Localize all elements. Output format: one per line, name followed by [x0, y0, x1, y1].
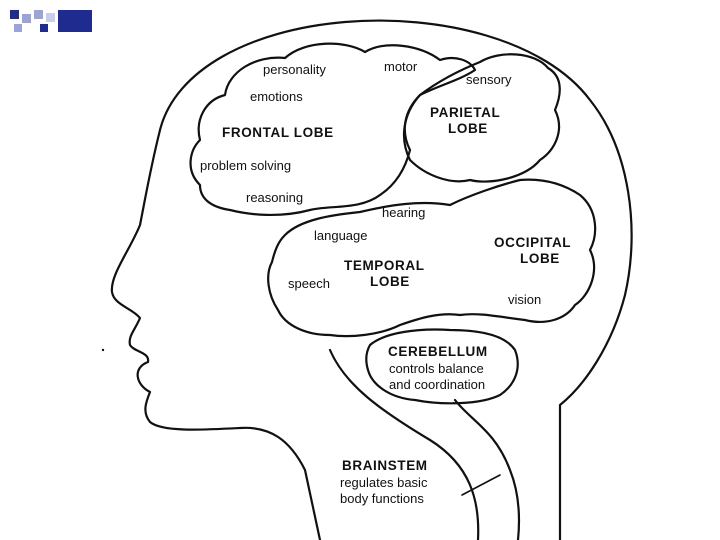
cerebellum-label: CEREBELLUM	[388, 344, 488, 359]
hearing-label: hearing	[382, 205, 425, 220]
personality-label: personality	[263, 62, 326, 77]
parietal-lobe-outline	[403, 53, 561, 183]
temporal-lobe-label-2: LOBE	[370, 274, 410, 289]
occipital-lobe-label-1: OCCIPITAL	[494, 235, 571, 250]
language-label: language	[314, 228, 368, 243]
motor-label: motor	[384, 59, 418, 74]
neck-line	[328, 348, 480, 540]
speech-label: speech	[288, 276, 330, 291]
problem-solving-label: problem solving	[200, 158, 291, 173]
cerebellum-outline	[365, 328, 519, 405]
head-outline	[158, 19, 633, 540]
brainstem-desc-2: body functions	[340, 491, 424, 506]
emotions-label: emotions	[250, 89, 303, 104]
vision-label: vision	[508, 292, 541, 307]
decor-square-1	[10, 10, 19, 19]
stray-dot	[101, 348, 105, 352]
brainstem-outline	[453, 398, 521, 540]
decor-square-2	[22, 14, 31, 23]
reasoning-label: reasoning	[246, 190, 303, 205]
parietal-lobe-label-2: LOBE	[448, 121, 488, 136]
frontal-lobe-label: FRONTAL LOBE	[222, 125, 334, 140]
temporal-lobe-label-1: TEMPORAL	[344, 258, 425, 273]
brainstem-label: BRAINSTEM	[342, 458, 428, 473]
cerebellum-desc-2: and coordination	[389, 377, 485, 392]
face-profile	[110, 128, 322, 540]
occipital-lobe-label-2: LOBE	[520, 251, 560, 266]
decor-square-6	[40, 24, 48, 32]
decor-square-3	[34, 10, 43, 19]
temporal-occipital-outline	[267, 178, 597, 338]
sensory-label: sensory	[466, 72, 512, 87]
parietal-lobe-label-1: PARIETAL	[430, 105, 500, 120]
brainstem-desc-1: regulates basic	[340, 475, 428, 490]
cerebellum-desc-1: controls balance	[389, 361, 484, 376]
decor-bar	[58, 10, 92, 32]
brainstem-pointer	[461, 474, 501, 496]
frontal-lobe-outline	[189, 42, 477, 216]
decor-square-4	[46, 13, 55, 22]
decor-square-5	[14, 24, 22, 32]
